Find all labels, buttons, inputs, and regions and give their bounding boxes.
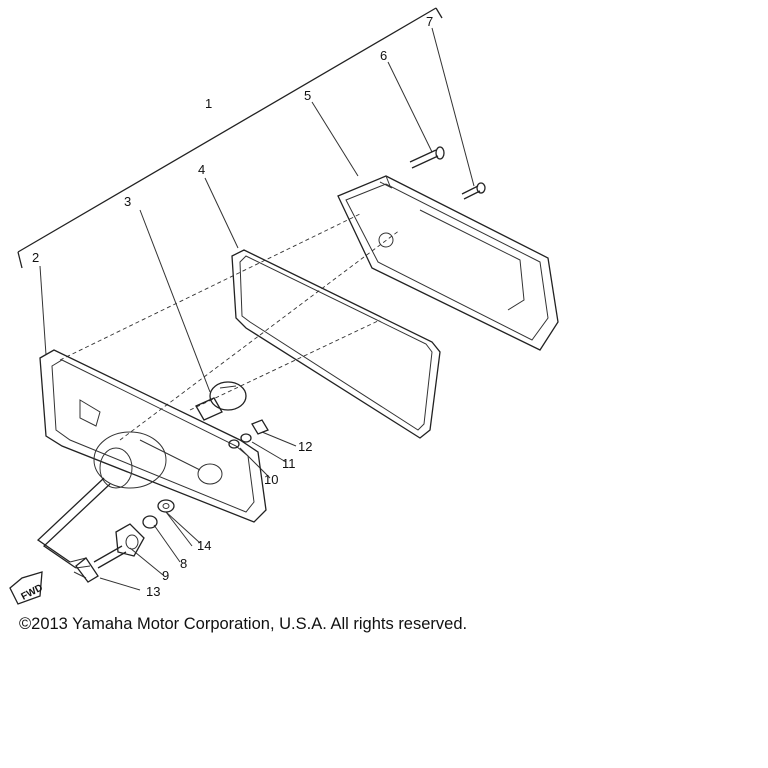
callout-5: 5 [304,88,311,103]
callout-10: 10 [264,472,278,487]
fwd-tag: FWD [9,571,45,605]
callout-7: 7 [426,14,433,29]
grommet-14 [157,499,175,513]
callout-12: 12 [298,439,312,454]
damper-9 [115,523,145,557]
collar-8 [142,515,158,529]
nut-12 [251,419,269,435]
screw-7 [461,182,486,200]
callout-8: 8 [180,556,187,571]
callout-1: 1 [205,96,212,111]
leader-lines [39,27,475,591]
tail-light-exploded-diagram: FWD 1 2 3 4 5 6 7 8 9 10 11 12 [9,7,559,605]
bulb [195,381,247,421]
callout-14: 14 [197,538,211,553]
callout-9: 9 [162,568,169,583]
callout-11: 11 [282,456,296,471]
callout-4: 4 [198,162,205,177]
callout-3: 3 [124,194,131,209]
wire-harness [36,477,111,579]
callout-13: 13 [146,584,160,599]
copyright-notice: ©2013 Yamaha Motor Corporation, U.S.A. A… [19,615,468,633]
screw-6 [409,146,445,169]
fwd-tag-label: FWD [20,582,45,602]
callout-labels: 1 2 3 4 5 6 7 8 9 10 11 12 13 14 [32,14,433,599]
callout-2: 2 [32,250,39,265]
lens-housing [337,175,559,351]
washer-11 [240,433,252,443]
assembly-bracket [17,7,443,269]
washer-10 [228,439,240,449]
callout-6: 6 [380,48,387,63]
assembly-axis-lines [59,213,401,441]
lamp-base [39,349,267,523]
gasket [231,249,441,439]
bolt-13 [75,545,127,583]
